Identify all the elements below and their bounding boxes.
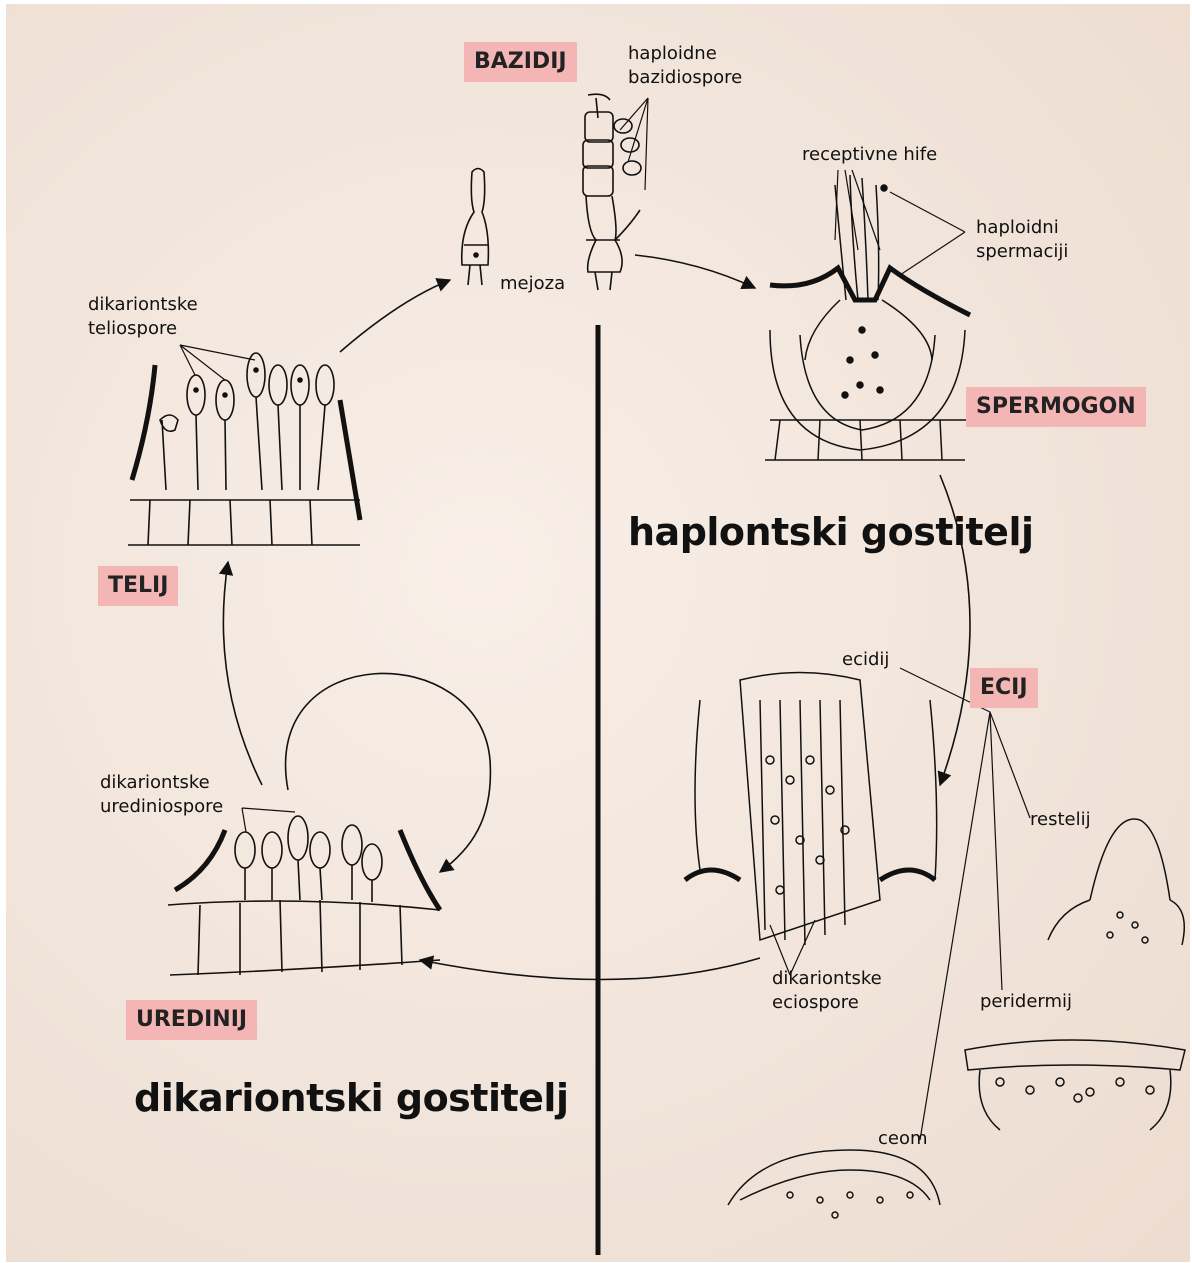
label-restelij: restelij: [1030, 808, 1091, 832]
label-line: teliospore: [88, 317, 198, 341]
arrow-ecij-to-uredinij: [420, 958, 760, 980]
label-mejoza: mejoza: [500, 272, 565, 296]
label-line: haploidni: [976, 216, 1068, 240]
stage-label-spermogon: SPERMOGON: [966, 387, 1146, 427]
label-dikariontske-teliospore: dikariontske teliospore: [88, 293, 198, 341]
label-line: spermaciji: [976, 240, 1068, 264]
peridermium-drawing: [965, 1040, 1185, 1130]
host-title-dikariontski: dikariontski gostitelj: [134, 1076, 568, 1120]
roestelia-drawing: [1048, 819, 1184, 945]
label-ceom: ceom: [878, 1127, 928, 1151]
label-haploidne-bazidiospore: haploidne bazidiospore: [628, 42, 742, 90]
label-line: dikariontske: [100, 771, 223, 795]
aecium-drawing: [685, 673, 937, 946]
host-title-haplontski: haplontski gostitelj: [628, 510, 1034, 554]
telium-drawing: [128, 353, 360, 545]
uredinium-drawing: [168, 816, 440, 975]
label-peridermij: peridermij: [980, 990, 1072, 1014]
label-ecidij: ecidij: [842, 648, 889, 672]
arrow-bazidij-to-spermogon: [635, 255, 755, 288]
arrow-uredinij-recycle: [286, 673, 491, 872]
stage-label-ecij: ECIJ: [970, 668, 1038, 708]
label-line: haploidne: [628, 42, 742, 66]
caeoma-drawing: [728, 1150, 940, 1218]
arrow-telij-to-bazidij: [340, 280, 450, 352]
stage-label-uredinij: UREDINIJ: [126, 1000, 257, 1040]
label-haploidni-spermaciji: haploidni spermaciji: [976, 216, 1068, 264]
label-dikariontske-urediniospore: dikariontske urediniospore: [100, 771, 223, 819]
label-receptivne-hife: receptivne hife: [802, 143, 937, 167]
label-line: urediniospore: [100, 795, 223, 819]
arrow-uredinij-to-telij: [223, 562, 262, 785]
label-line: bazidiospore: [628, 66, 742, 90]
basidium-drawing: [462, 94, 641, 290]
stage-label-telij: TELIJ: [98, 566, 178, 606]
label-line: eciospore: [772, 991, 882, 1015]
label-line: dikariontske: [88, 293, 198, 317]
label-dikariontske-eciospore: dikariontske eciospore: [772, 967, 882, 1015]
stage-label-bazidij: BAZIDIJ: [464, 42, 577, 82]
label-line: dikariontske: [772, 967, 882, 991]
